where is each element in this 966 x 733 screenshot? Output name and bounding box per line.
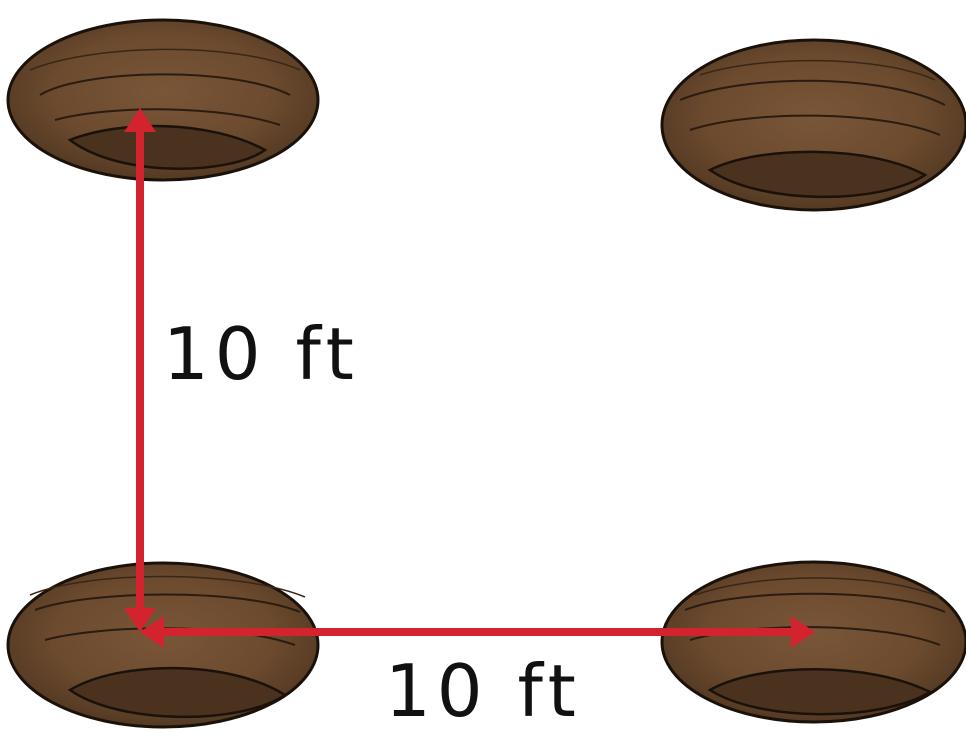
- hole-bottom-right: [660, 560, 966, 724]
- vertical-distance-arrow: [124, 108, 156, 632]
- hole-top-right: [660, 38, 966, 212]
- hole-top-left: [6, 18, 320, 182]
- vertical-distance-label: 10 ft: [163, 312, 360, 396]
- horizontal-distance-arrow: [140, 616, 815, 648]
- horizontal-distance-label: 10 ft: [385, 649, 582, 733]
